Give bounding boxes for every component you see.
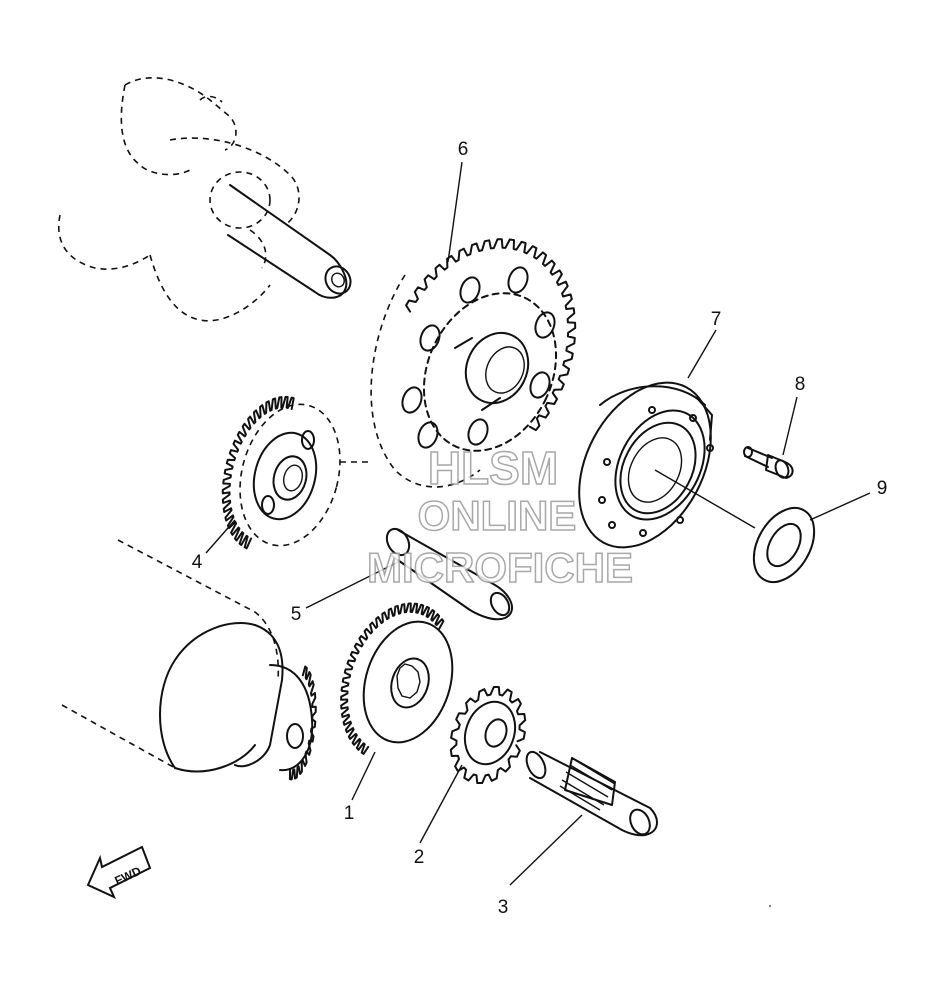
callout-9: 9: [877, 478, 888, 499]
watermark: HLSM ONLINE MICROFICHE: [366, 441, 634, 592]
gear-teeth: [221, 395, 295, 550]
bolt: [743, 446, 794, 479]
idler-shaft: [385, 527, 514, 621]
callout-7: 7: [711, 309, 722, 330]
callout-8: 8: [795, 374, 806, 395]
callout-3: 3: [498, 897, 509, 918]
callout-1: 1: [344, 803, 355, 824]
balancer-driven-gear: [340, 602, 454, 755]
bearing-housing: [578, 381, 714, 549]
callout-5: 5: [291, 604, 302, 625]
callout-4: 4: [192, 552, 203, 573]
speck: [769, 905, 771, 907]
gear-teeth: [449, 686, 527, 784]
arrow-left-icon: [86, 845, 152, 900]
balancer-drive-gear: [449, 686, 527, 784]
crankshaft-outline: [58, 77, 352, 322]
callout-2: 2: [414, 847, 425, 868]
primary-drive-gear: [370, 238, 577, 488]
fwd-direction-marker: FWD: [86, 845, 152, 900]
watermark-line-2: ONLINE: [418, 492, 577, 539]
gear-teeth: [340, 602, 445, 755]
leader-lines: [205, 161, 871, 886]
watermark-line-1: HLSM: [428, 442, 558, 494]
gear-teeth: [288, 665, 317, 781]
idler-gear: [221, 395, 368, 550]
splined-shaft: [525, 750, 658, 837]
washer: [752, 507, 816, 583]
balancer-shaft-outline: [61, 539, 317, 781]
watermark-line-3: MICROFICHE: [367, 544, 633, 591]
callout-6: 6: [458, 139, 469, 160]
